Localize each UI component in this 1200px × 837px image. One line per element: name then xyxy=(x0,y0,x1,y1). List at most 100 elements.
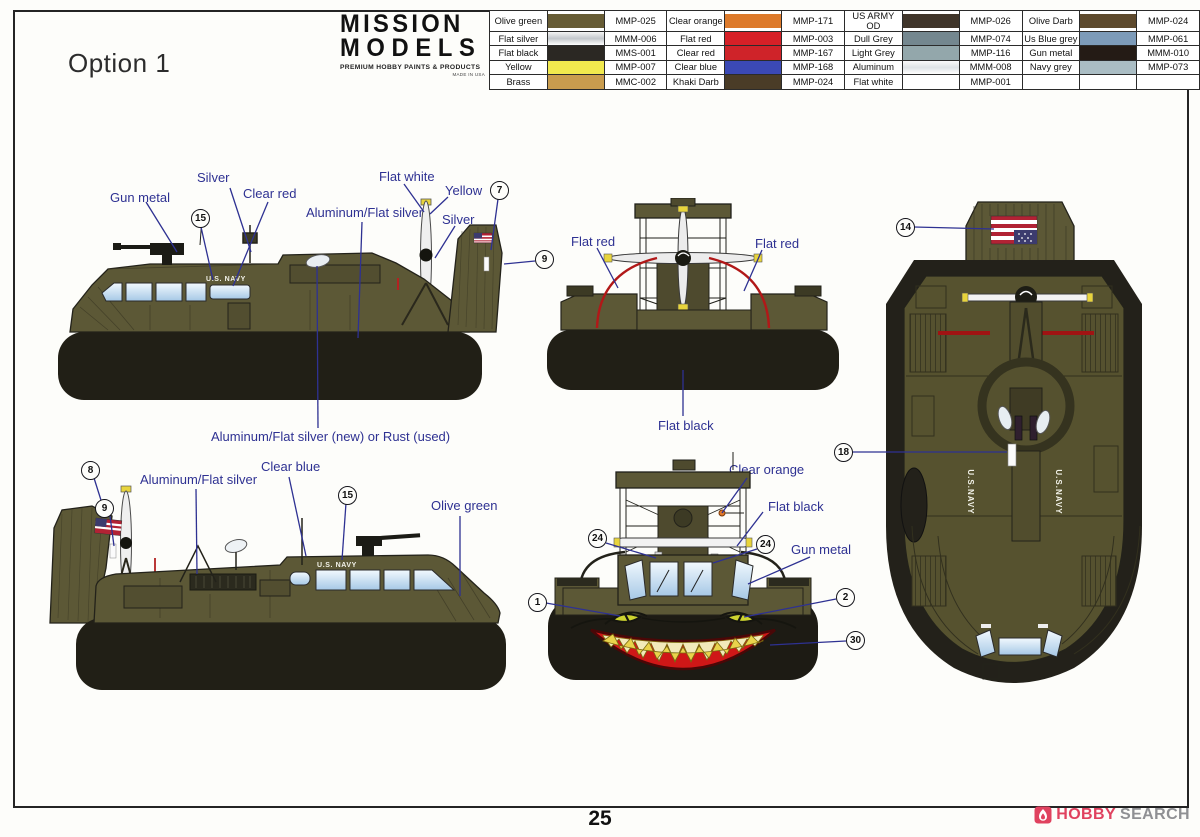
white-marking-decal xyxy=(109,543,117,559)
machine-gun xyxy=(113,243,184,265)
paint-name-cell: Navy grey xyxy=(1021,59,1081,76)
paint-code-cell: MMP-003 xyxy=(781,30,845,47)
view-side-port: U.S. NAVY xyxy=(58,198,503,400)
paint-name-cell xyxy=(1021,74,1081,90)
paint-swatch xyxy=(546,59,605,76)
callout-silver: Silver xyxy=(442,212,475,227)
us-navy-marking: U.S.NAVY xyxy=(1054,469,1063,514)
paint-name-cell: Flat white xyxy=(843,74,903,90)
pod-left xyxy=(997,405,1013,431)
callout-gun-metal: Gun metal xyxy=(110,190,170,205)
paint-name-cell: Clear red xyxy=(666,45,726,61)
paint-code-cell: MMP-026 xyxy=(958,10,1023,32)
decal-number-7: 7 xyxy=(490,181,509,200)
hobby-search-logo: HOBBY SEARCH xyxy=(1034,806,1190,824)
paint-code-cell: MMP-171 xyxy=(781,10,845,32)
callout-clear-blue: Clear blue xyxy=(261,459,321,474)
engine-corrugation xyxy=(189,573,257,591)
paint-name-cell: Dull Grey xyxy=(843,30,903,47)
paint-table-row: Flat silver MMM-006 Flat red MMP-003 Dul… xyxy=(489,30,1200,47)
propeller-hub xyxy=(419,248,433,262)
decal-number-18: 18 xyxy=(834,443,853,462)
paint-code-cell: MMP-073 xyxy=(1136,59,1200,76)
air-intake-scoop xyxy=(305,254,331,268)
hobby-search-brand-primary: HOBBY xyxy=(1056,806,1117,823)
white-trim xyxy=(1038,624,1048,628)
callout-aluminum-rust: Aluminum/Flat silver (new) or Rust (used… xyxy=(211,429,451,444)
paint-name-cell: Flat silver xyxy=(489,30,548,47)
paint-code-cell: MMS-001 xyxy=(603,45,668,61)
paint-swatch xyxy=(1079,10,1138,32)
callout-flat-black: Flat black xyxy=(768,499,824,514)
air-intake-scoop xyxy=(224,539,248,553)
logo-tagline: PREMIUM HOBBY PAINTS & PRODUCTS xyxy=(340,63,481,71)
propeller xyxy=(613,537,753,548)
decal-number-15: 15 xyxy=(191,209,210,228)
skirt xyxy=(547,330,839,390)
mast xyxy=(199,216,258,263)
clear-orange-lamp xyxy=(718,509,726,517)
cabin-windows xyxy=(101,282,251,302)
view-bow-sharkmouth xyxy=(548,452,818,680)
paint-swatch xyxy=(724,30,783,47)
engine-grate xyxy=(900,467,928,543)
paint-swatch xyxy=(901,45,960,61)
paint-swatch xyxy=(546,45,605,61)
hobby-search-flame-icon xyxy=(1034,806,1052,824)
us-flag-decal xyxy=(94,517,123,536)
decal-number-2: 2 xyxy=(836,588,855,607)
option-title: Option 1 xyxy=(68,48,171,78)
decal-number-24: 24 xyxy=(756,535,775,554)
red-stripe-right xyxy=(1042,331,1094,335)
callout-olive-green: Olive green xyxy=(431,498,498,513)
logo-line2: MODELS xyxy=(340,33,482,62)
callout-gun-metal: Gun metal xyxy=(791,542,851,557)
paint-name-cell: Brass xyxy=(489,74,548,90)
paint-code-cell: MMM-010 xyxy=(1136,45,1200,61)
us-navy-marking: U.S.NAVY xyxy=(966,469,975,514)
propeller-hub xyxy=(120,537,132,549)
tail-fin-housing xyxy=(965,201,1075,263)
us-flag-decal xyxy=(473,232,493,244)
white-marking-decal xyxy=(483,256,490,272)
paint-name-cell: Aluminum xyxy=(843,59,903,76)
machine-gun xyxy=(356,533,421,556)
view-plan: U.S.NAVY U.S.NAVY xyxy=(886,201,1142,683)
skirt xyxy=(58,332,482,400)
paint-swatch xyxy=(901,30,960,47)
us-navy-marking: U.S. NAVY xyxy=(317,562,357,569)
tail-fin xyxy=(447,224,503,333)
paint-code-cell: MMP-116 xyxy=(958,45,1023,61)
paint-name-cell: Khaki Darb xyxy=(666,74,726,90)
paint-swatch xyxy=(546,74,605,90)
teeth-lower xyxy=(602,633,764,662)
callout-flat-white: Flat white xyxy=(379,169,435,184)
paint-swatch xyxy=(724,74,783,90)
paint-code-cell: MMP-024 xyxy=(1136,10,1200,32)
decal-number-24: 24 xyxy=(588,529,607,548)
white-marking-decal xyxy=(1007,443,1017,467)
paint-code-cell: MMP-007 xyxy=(603,59,668,76)
paint-table-row: Brass MMC-002 Khaki Darb MMP-024 Flat wh… xyxy=(489,74,1200,90)
decal-number-9: 9 xyxy=(535,250,554,269)
us-flag-decal xyxy=(990,215,1038,245)
pod-right xyxy=(1035,409,1051,435)
propeller-pylon xyxy=(401,282,449,326)
us-navy-marking: U.S. NAVY xyxy=(206,276,246,283)
callout-silver: Silver xyxy=(197,170,230,185)
paint-code-cell: MMP-025 xyxy=(603,10,668,32)
paint-name-cell: Flat black xyxy=(489,45,548,61)
paint-swatch xyxy=(1079,30,1138,47)
paint-name-cell: US ARMY OD xyxy=(843,10,903,32)
paint-name-cell: Flat red xyxy=(666,30,726,47)
view-stern xyxy=(547,198,839,390)
paint-swatch xyxy=(724,45,783,61)
paint-name-cell: Gun metal xyxy=(1021,45,1081,61)
callout-aluminum-flat-silver: Aluminum/Flat silver xyxy=(306,205,424,220)
paint-swatch xyxy=(1079,74,1138,90)
decal-number-1: 1 xyxy=(528,593,547,612)
paint-table-row: Yellow MMP-007 Clear blue MMP-168 Alumin… xyxy=(489,59,1200,76)
paint-swatch xyxy=(1079,59,1138,76)
paint-code-cell: MMM-006 xyxy=(603,30,668,47)
